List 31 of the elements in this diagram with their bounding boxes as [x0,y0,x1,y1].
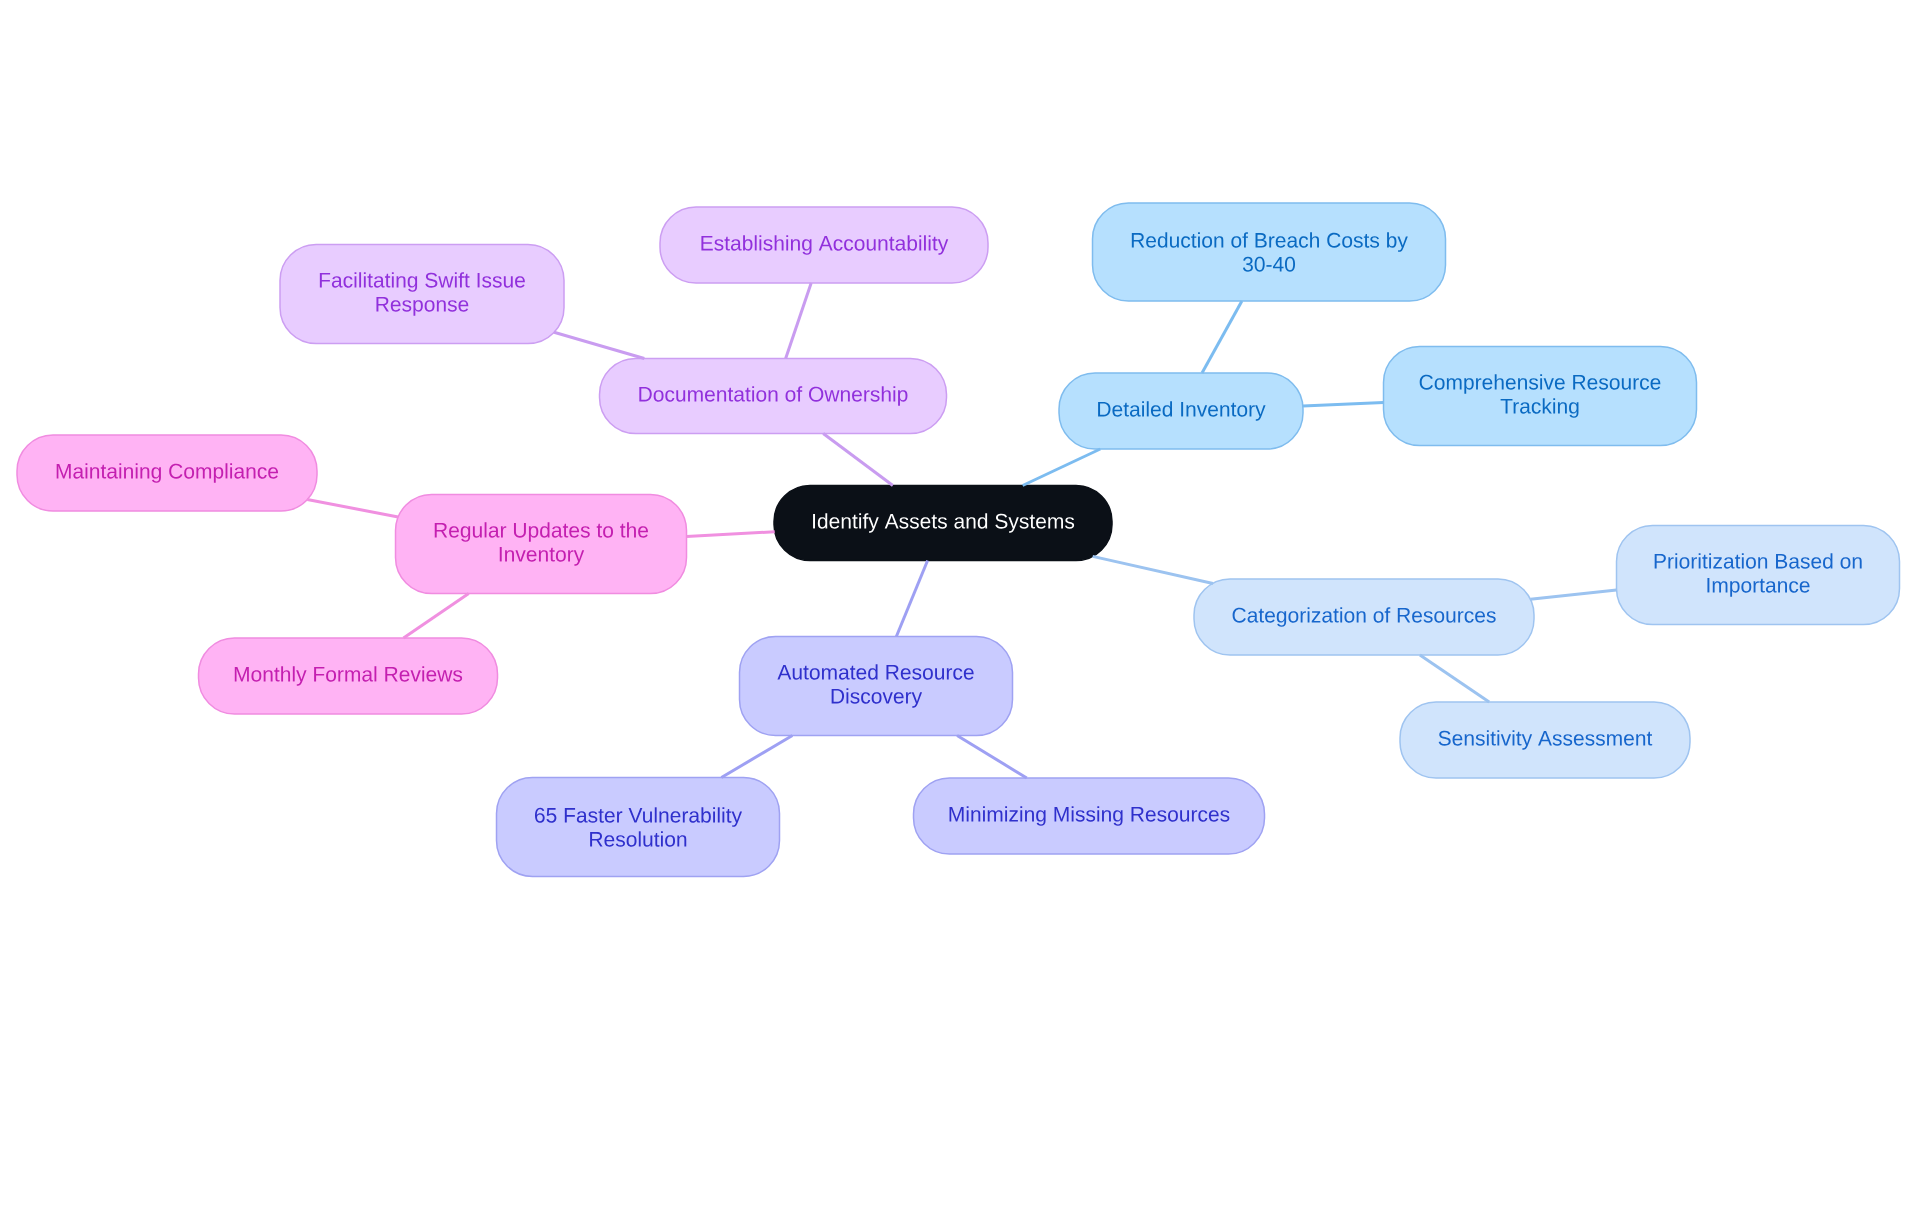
subtopic-box: Monthly Formal Reviews [197,637,499,715]
subtopic-box: Maintaining Compliance [16,434,318,512]
connector-line [822,432,894,487]
connector-line [956,734,1028,780]
connector-line [1022,447,1101,487]
connector-line [402,592,470,640]
connector-line [1200,300,1244,374]
connector-line [307,498,399,519]
connector-line [1530,588,1617,601]
subtopic-box: Facilitating Swift Issue Response [279,243,565,345]
connector-line [1302,401,1384,408]
subtopic-box: Sensitivity Assessment [1399,701,1691,779]
connector-line [1419,653,1491,704]
branch-topic-box: Automated Resource Discovery [738,635,1014,737]
subtopic-box: Minimizing Missing Resources [912,777,1266,855]
subtopic-box: Reduction of Breach Costs by 30-40 [1091,202,1447,302]
connector-line [1092,554,1214,585]
subtopic-box: Establishing Accountability [659,206,989,284]
connector-line [686,530,775,538]
subtopic-box: Comprehensive Resource Tracking [1382,345,1698,447]
subtopic-box: 65 Faster Vulnerability Resolution [495,776,781,878]
connector-line [720,734,794,779]
branch-topic-box: Documentation of Ownership [598,357,948,435]
connector-line [553,330,645,360]
branch-topic-box: Categorization of Resources [1193,578,1535,656]
central-topic-box: Identify Assets and Systems [773,484,1113,562]
subtopic-box: Prioritization Based on Importance [1615,524,1901,626]
branch-topic-box: Regular Updates to the Inventory [394,493,688,595]
branch-topic-box: Detailed Inventory [1058,372,1304,450]
connector-line [894,559,929,638]
connector-line [784,282,813,359]
